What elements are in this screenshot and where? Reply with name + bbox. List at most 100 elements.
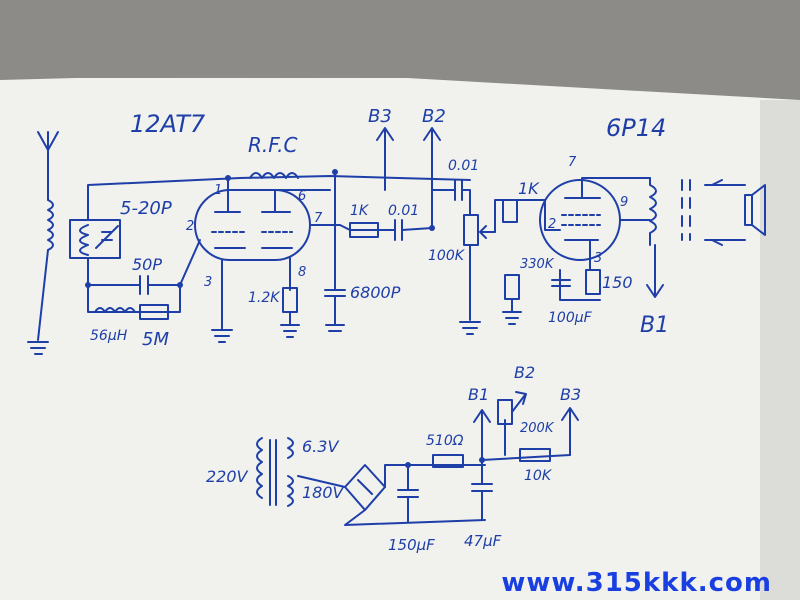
c-47uf-label: 47μF	[464, 532, 502, 550]
junction-dot	[405, 462, 411, 468]
v-6-3-label: 6.3V	[302, 437, 339, 456]
junction-dot	[429, 225, 435, 231]
cap-6800p-wire	[324, 171, 346, 332]
secondary-coil-icon	[704, 179, 746, 246]
tuning-tank	[69, 175, 471, 320]
detector-section	[309, 169, 435, 332]
resistor-1k-b-icon	[502, 199, 518, 223]
paper-right-shade	[760, 100, 800, 600]
tube2-pin7-label: 7	[568, 155, 577, 170]
ground-icon	[280, 311, 300, 338]
inductor-56uh-icon	[94, 307, 136, 313]
ps-b3-arrow	[561, 407, 579, 456]
ground-icon	[27, 341, 49, 355]
junction-dot	[479, 457, 485, 463]
junction-dot	[225, 175, 231, 181]
power-supply	[256, 391, 579, 526]
rfc-icon	[249, 172, 299, 179]
tube-6p14-grids	[561, 214, 601, 226]
tube2-pin9-label: 9	[620, 195, 628, 210]
c-001-a-label: 0.01	[448, 158, 479, 174]
pin3-label: 3	[204, 275, 212, 290]
antenna-coil	[47, 199, 54, 251]
tube-12at7-cathodes	[214, 247, 293, 331]
r-330k-label: 330K	[520, 257, 555, 272]
primary-winding-icon	[256, 437, 263, 499]
c-001-b-label: 0.01	[388, 203, 419, 219]
paper-background	[0, 70, 800, 600]
tube2-pin3-label: 3	[594, 251, 602, 266]
ps-b2-arrow	[511, 391, 527, 413]
pin6-label: 6	[298, 189, 306, 204]
v-180-label: 180V	[302, 483, 345, 502]
antenna-section	[27, 131, 59, 355]
r-1k-a-label: 1K	[350, 203, 370, 219]
cap-50p-label: 50P	[132, 255, 162, 274]
cap-150uf-icon	[397, 464, 419, 523]
main-top-wire	[87, 175, 471, 221]
cathode-ground-icon	[211, 329, 233, 343]
tank-bottom-wire	[87, 257, 181, 313]
pot-wiper-icon	[479, 225, 496, 239]
tank-coil-icon	[79, 224, 89, 256]
b3-arrow	[376, 127, 394, 181]
cap-50p-icon	[87, 239, 201, 295]
tank-box	[69, 219, 121, 259]
ground-icon	[502, 298, 522, 325]
ps-b1-label: B1	[468, 385, 489, 404]
b2-top-label: B2	[422, 106, 446, 127]
antenna-icon	[37, 131, 59, 201]
cap-001-b-icon	[377, 219, 433, 241]
hv-winding-icon	[287, 475, 294, 507]
ps-b2-label: B2	[514, 363, 535, 382]
tube-12at7-plates	[214, 177, 331, 213]
hv-wires	[297, 464, 486, 526]
pin7-label: 7	[314, 211, 323, 226]
b1-arrow	[646, 244, 664, 298]
cap-100uf-label: 100μF	[548, 310, 593, 326]
pin2-label: 2	[186, 219, 194, 234]
pot-ground-wire	[459, 244, 481, 335]
v-220-label: 220V	[206, 467, 249, 486]
pot-100k-label: 100K	[428, 248, 466, 264]
r-150-label: 150	[602, 273, 633, 292]
primary-coil-icon	[649, 177, 657, 246]
r-510-label: 510Ω	[426, 433, 464, 449]
junction-dot	[85, 282, 91, 288]
r-10k-label: 10K	[524, 468, 553, 484]
r-1-2k-label: 1.2K	[248, 290, 281, 306]
filament-winding-icon	[287, 437, 294, 459]
cap-001-a-icon	[431, 179, 471, 216]
speaker-icon	[744, 184, 766, 236]
transformer-core-icon	[681, 179, 691, 241]
tube-6p14	[502, 177, 651, 325]
resistor-10k-icon	[519, 448, 551, 462]
core-lines-icon	[269, 439, 277, 506]
antenna-ground-wire	[37, 249, 49, 341]
b3-feed-wire	[384, 179, 433, 229]
pin1-label: 1	[214, 183, 222, 198]
cap-5-20p-label: 5-20P	[120, 198, 172, 219]
variable-capacitor-icon	[95, 225, 119, 249]
cap-6800p-label: 6800P	[350, 283, 401, 302]
r-200k-label: 200K	[520, 421, 555, 436]
tube2-pin2-label: 2	[548, 217, 556, 232]
b3-top-label: B3	[368, 106, 392, 127]
tube-6p14-plate	[564, 177, 651, 199]
pin8-label: 8	[298, 265, 306, 280]
junction-dot	[177, 282, 183, 288]
rfc-label: R.F.C	[248, 133, 298, 157]
c-150uf-label: 150μF	[388, 536, 435, 554]
ps-feed-wire	[481, 454, 571, 461]
tube1-label: 12AT7	[130, 110, 206, 138]
ps-b3-label: B3	[560, 385, 581, 404]
ind-56uh-label: 56μH	[90, 328, 128, 344]
ps-b1-arrow	[473, 409, 491, 466]
output-section	[646, 177, 766, 298]
tube2-label: 6P14	[606, 114, 666, 142]
r-5m-label: 5M	[142, 329, 169, 350]
watermark-text: www.315kkk.com	[501, 568, 772, 598]
r-1k-b-label: 1K	[518, 179, 540, 198]
cap-47uf-icon	[471, 464, 493, 521]
